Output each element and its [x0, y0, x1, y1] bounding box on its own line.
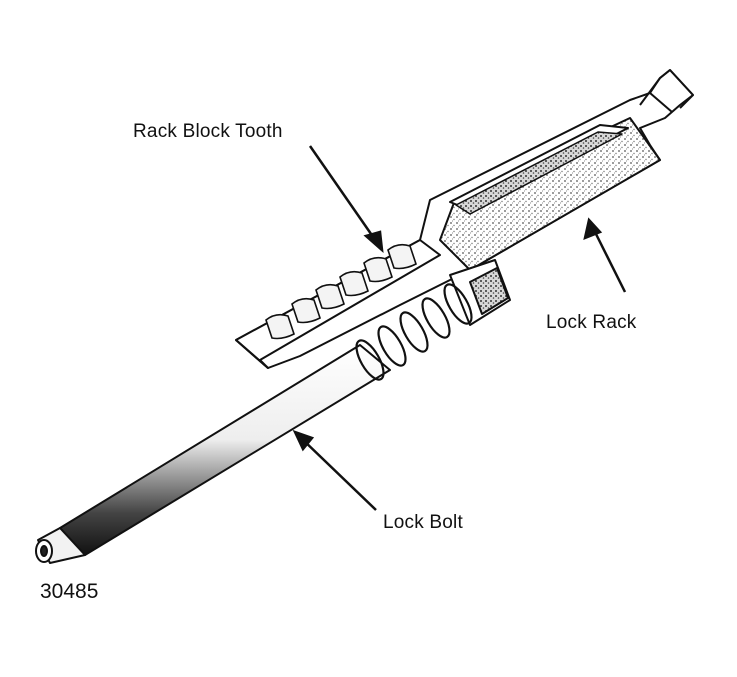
lock-rack-label: Lock Rack — [546, 312, 637, 333]
rack-tooth — [339, 270, 369, 297]
rack-tooth — [291, 297, 321, 324]
rack-tooth — [363, 256, 393, 283]
lock-rack-leader — [590, 225, 627, 293]
lock-bolt-label: Lock Bolt — [383, 512, 463, 533]
rack-tooth — [315, 283, 345, 310]
arrowhead — [363, 230, 384, 254]
rack-block-tooth-label: Rack Block Tooth — [133, 121, 283, 142]
rack-block-teeth — [265, 243, 417, 340]
lock-bolt-shaft — [59, 344, 391, 556]
lock-bolt-spring — [355, 283, 473, 381]
figure-number: 30485 — [40, 580, 99, 603]
rack-tooth — [265, 313, 295, 340]
lock-bolt-part — [35, 259, 511, 564]
arrowhead — [583, 217, 603, 241]
lock-rack-side-face — [439, 117, 661, 271]
rack-block-tooth-leader — [308, 145, 380, 245]
leader-lines — [292, 145, 627, 511]
arrowhead — [292, 429, 315, 452]
rack-tooth — [387, 243, 417, 270]
lock-bolt-leader — [299, 436, 377, 511]
